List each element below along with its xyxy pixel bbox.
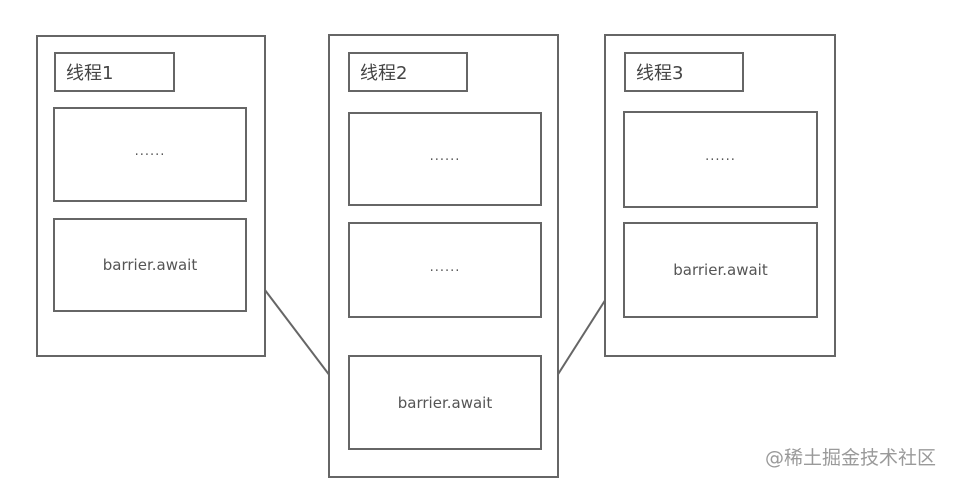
thread-3-label: 线程3 [624,52,744,92]
watermark-text: @稀土掘金技术社区 [764,447,936,469]
thread-2-step-2: ...... [348,222,542,318]
thread-3-barrier-await: barrier.await [623,222,818,318]
thread-2-label: 线程2 [348,52,468,92]
thread-2-barrier-await: barrier.await [348,355,542,450]
thread-1-step: ...... [53,107,247,202]
thread-3-step: ...... [623,111,818,208]
thread-2-step-1: ...... [348,112,542,206]
thread-1-label: 线程1 [54,52,175,92]
thread-1-barrier-await: barrier.await [53,218,247,312]
